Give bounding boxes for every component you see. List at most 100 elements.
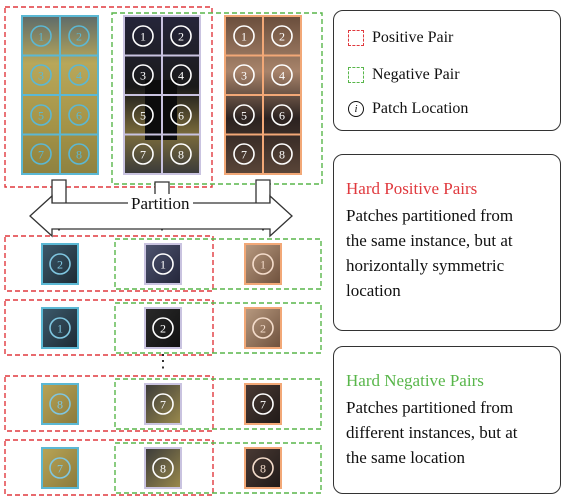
partition-label: Partition xyxy=(128,194,193,214)
patch-number: 2 xyxy=(160,321,166,335)
patch-number: 5 xyxy=(140,108,146,122)
patch-number-marker: 7 xyxy=(132,143,154,165)
patch-number-marker: 6 xyxy=(68,104,90,126)
patch-number: 4 xyxy=(178,68,184,82)
negative-pair-group-top xyxy=(111,12,323,185)
patch-number-marker: 2 xyxy=(49,253,71,275)
patch-number-marker: 5 xyxy=(30,104,52,126)
patch-number-marker: 4 xyxy=(170,64,192,86)
hard-negative-line: Patches partitioned from xyxy=(346,398,514,417)
patch-number: 1 xyxy=(241,29,247,43)
patch-number: 3 xyxy=(38,68,44,82)
patch-number: 1 xyxy=(160,257,166,271)
legend-box: Positive Pair Negative Pair i Patch Loca… xyxy=(333,10,561,131)
hard-negative-description: Patches partitioned from different insta… xyxy=(346,395,518,470)
hard-negative-line: the same location xyxy=(346,448,465,467)
patch-image xyxy=(144,383,182,425)
patch-image xyxy=(244,243,282,285)
legend-positive-label: Positive Pair xyxy=(372,29,454,46)
patch-image xyxy=(244,383,282,425)
patch-number-marker: 2 xyxy=(271,25,293,47)
patch-image xyxy=(144,447,182,489)
patch-image xyxy=(144,307,182,349)
patch-number-marker: 2 xyxy=(252,317,274,339)
patch-image xyxy=(41,447,79,489)
positive-pair-box xyxy=(4,299,214,356)
patch-number: 3 xyxy=(140,68,146,82)
patch-number-marker: 7 xyxy=(49,457,71,479)
patch-number-marker: 5 xyxy=(233,104,255,126)
patch-number: 2 xyxy=(178,29,184,43)
patch-number-marker: 8 xyxy=(68,143,90,165)
patch-number: 8 xyxy=(76,147,82,161)
hard-negative-line: different instances, but at xyxy=(346,423,518,442)
image-2: 1 2 3 4 5 6 7 8 xyxy=(123,15,201,175)
patch-number: 1 xyxy=(57,321,63,335)
patch-number-marker: 8 xyxy=(152,457,174,479)
patch-image xyxy=(41,383,79,425)
patch-number: 2 xyxy=(260,321,266,335)
patch-number-marker: 2 xyxy=(152,317,174,339)
patch-number-marker: 1 xyxy=(252,253,274,275)
patch-number: 1 xyxy=(260,257,266,271)
patch-number: 8 xyxy=(260,461,266,475)
legend-negative: Negative Pair xyxy=(348,66,460,84)
legend-location: i Patch Location xyxy=(348,100,468,118)
patch-number-marker: 1 xyxy=(132,25,154,47)
hard-positive-line: Patches partitioned from xyxy=(346,206,514,225)
pair-row: 1 2 2 xyxy=(4,299,322,356)
hard-negative-box: Hard Negative Pairs Patches partitioned … xyxy=(333,346,561,494)
patch-number-marker: 4 xyxy=(68,64,90,86)
hard-positive-line: the same instance, but at xyxy=(346,231,513,250)
positive-pair-box xyxy=(4,439,214,496)
negative-pair-swatch xyxy=(348,67,364,83)
legend-negative-label: Negative Pair xyxy=(372,66,460,83)
patch-number-marker: 5 xyxy=(132,104,154,126)
patch-number-marker: 8 xyxy=(252,457,274,479)
patch-number-marker: 3 xyxy=(30,64,52,86)
hard-positive-title: Hard Positive Pairs xyxy=(346,179,478,198)
image-1: 1 2 3 4 5 6 7 8 xyxy=(21,15,99,175)
hard-positive-line: horizontally symmetric xyxy=(346,256,505,275)
patch-number-marker: 1 xyxy=(30,25,52,47)
patch-number-marker: 2 xyxy=(68,25,90,47)
patch-number: 5 xyxy=(241,108,247,122)
patch-number: 2 xyxy=(76,29,82,43)
patch-number: 4 xyxy=(279,68,285,82)
patch-number: 2 xyxy=(279,29,285,43)
patch-number: 8 xyxy=(178,147,184,161)
patch-number: 7 xyxy=(241,147,247,161)
patch-number: 2 xyxy=(57,257,63,271)
patch-number: 7 xyxy=(140,147,146,161)
patch-number-marker: 1 xyxy=(233,25,255,47)
patch-number: 4 xyxy=(76,68,82,82)
positive-pair-swatch xyxy=(348,30,364,46)
patch-number-marker: 3 xyxy=(132,64,154,86)
patch-number: 6 xyxy=(76,108,82,122)
patch-number-marker: 8 xyxy=(49,393,71,415)
pair-row: 7 8 8 xyxy=(4,439,322,496)
partition-arrow-bar xyxy=(29,194,293,238)
patch-number: 7 xyxy=(160,397,166,411)
legend-location-label: Patch Location xyxy=(372,100,469,117)
patch-number: 1 xyxy=(38,29,44,43)
patch-number-marker: 3 xyxy=(233,64,255,86)
patch-number: 6 xyxy=(178,108,184,122)
patch-image xyxy=(244,307,282,349)
ellipsis-dots: ⋮ xyxy=(154,351,172,371)
patch-number-marker: 1 xyxy=(49,317,71,339)
positive-pair-box xyxy=(4,235,214,292)
patch-image xyxy=(144,243,182,285)
patch-number-marker: 1 xyxy=(152,253,174,275)
patch-number-marker: 2 xyxy=(170,25,192,47)
patch-number-marker: 7 xyxy=(30,143,52,165)
hard-positive-description: Patches partitioned from the same instan… xyxy=(346,203,513,303)
legend-positive: Positive Pair xyxy=(348,29,453,47)
patch-number: 8 xyxy=(57,397,63,411)
patch-location-icon: i xyxy=(348,101,364,117)
patch-number: 6 xyxy=(279,108,285,122)
hard-negative-title: Hard Negative Pairs xyxy=(346,371,484,390)
